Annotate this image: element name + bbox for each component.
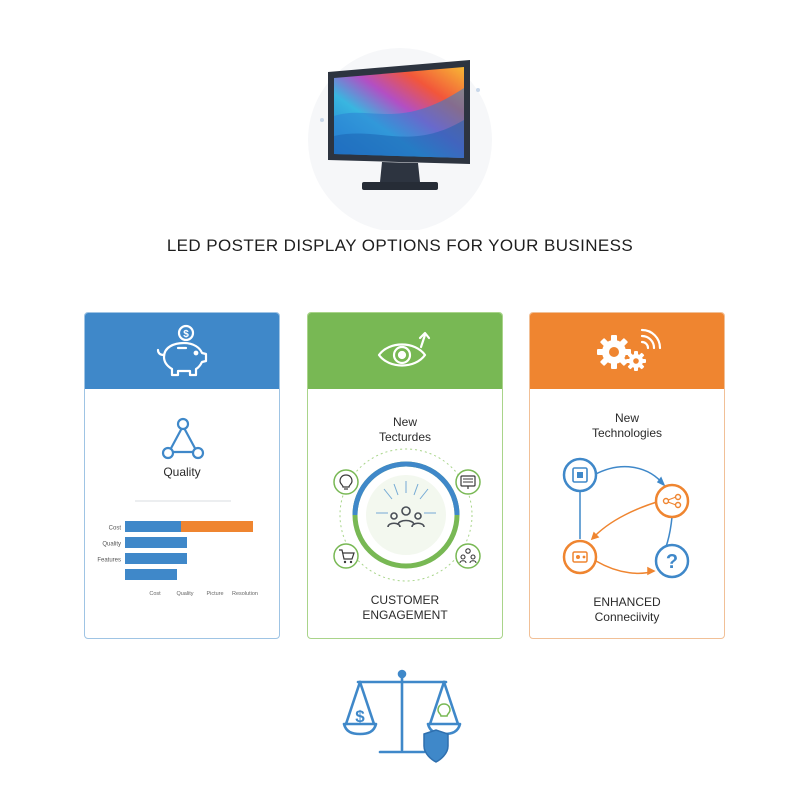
card-engagement-label-2: ENGAGEMENT xyxy=(362,608,448,622)
card-technology-label-2: Conneciivity xyxy=(594,610,660,624)
people-network-icon xyxy=(455,543,481,569)
x-tick-label: Resolution xyxy=(232,591,258,597)
footer-scale: $ xyxy=(340,668,464,764)
card-engagement-subtitle-1: New xyxy=(392,415,417,429)
bar xyxy=(125,553,187,564)
card-cost-header: $ xyxy=(85,313,279,389)
card-technology-subtitle-1: New xyxy=(614,411,639,425)
people-group-icon xyxy=(387,506,425,528)
bar xyxy=(125,521,181,532)
bar xyxy=(181,521,253,532)
x-tick-label: Quality xyxy=(176,591,193,597)
lightbulb-icon xyxy=(437,703,451,717)
connection-arrows-orange xyxy=(590,500,661,576)
balance-scale-icon: $ xyxy=(342,669,462,763)
network-node-icon xyxy=(654,483,690,519)
bar xyxy=(125,569,177,580)
triangle-network-icon xyxy=(161,417,205,460)
card-technology-header xyxy=(530,313,724,389)
shopping-cart-icon xyxy=(333,543,359,569)
display-board-icon xyxy=(455,469,481,495)
monitor-icon xyxy=(308,48,492,232)
question-icon: ? xyxy=(654,543,690,579)
shield-icon xyxy=(423,729,449,763)
card-engagement: New Tecturdes CUSTOMER ENGAGEMENT xyxy=(307,312,503,639)
eye-icon xyxy=(377,331,431,367)
dollar-icon: $ xyxy=(355,707,365,726)
card-engagement-body xyxy=(333,448,481,582)
bar xyxy=(125,537,187,548)
card-technology-subtitle-2: Technologies xyxy=(591,426,663,440)
chip-icon xyxy=(562,457,598,493)
x-tick-label: Cost xyxy=(149,591,161,597)
y-tick-label: Quality xyxy=(102,542,121,548)
hub-icon xyxy=(562,539,598,575)
svg-text:?: ? xyxy=(666,551,678,573)
piggy-bank-icon: $ xyxy=(156,324,208,377)
card-technology-label-1: ENHANCED xyxy=(593,595,661,609)
gears-wifi-icon xyxy=(597,328,662,371)
y-tick-label: Features xyxy=(97,558,121,564)
hero-monitor xyxy=(300,40,500,232)
burst-lines xyxy=(376,481,436,514)
page-title: LED POSTER DISPLAY OPTIONS FOR YOUR BUSI… xyxy=(166,236,634,255)
card-technology: ? New Technologies ENHANCED Conneciivity xyxy=(529,312,725,639)
card-engagement-label-1: CUSTOMER xyxy=(370,593,440,607)
lightbulb-icon xyxy=(333,469,359,495)
card-technology-body: ? xyxy=(562,457,690,579)
card-cost-label: Quality xyxy=(163,465,201,479)
y-tick-label: Cost xyxy=(109,526,122,532)
card-engagement-subtitle-2: Tecturdes xyxy=(378,430,432,444)
card-engagement-header xyxy=(308,313,502,389)
svg-text:$: $ xyxy=(183,329,189,340)
x-tick-label: Picture xyxy=(206,591,223,597)
